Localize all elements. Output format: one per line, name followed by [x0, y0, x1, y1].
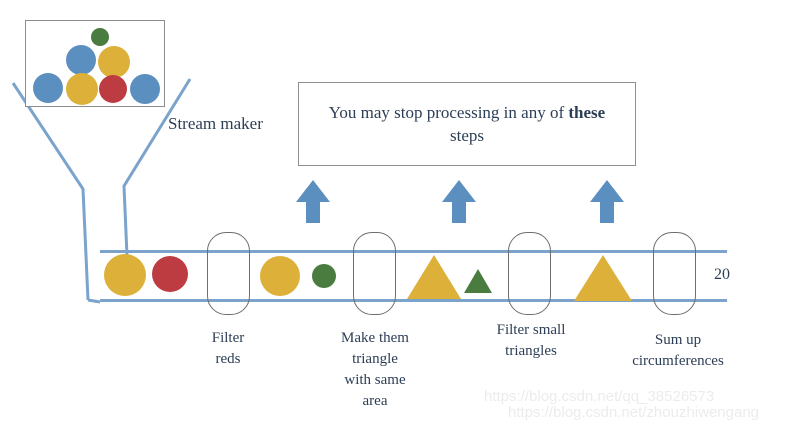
funnel-right-wall [122, 78, 192, 257]
step-label-filter-reds: Filter reds [190, 328, 266, 370]
up-arrow-icon [296, 180, 330, 223]
triangle-yellow-large [407, 255, 461, 299]
source-circle-2 [98, 46, 130, 78]
step-label-sum: Sum up circumferences [614, 330, 742, 372]
step-label-line: triangles [505, 343, 557, 359]
circle-yellow-in-funnel [104, 254, 146, 296]
watermark-line-1: https://blog.csdn.net/qq_38526573 [484, 388, 715, 405]
gate-sum[interactable] [653, 232, 696, 315]
triangle-green-small [463, 269, 492, 293]
source-circle-1 [66, 45, 96, 75]
gate-filter-small[interactable] [508, 232, 551, 315]
watermark-line-2: https://blog.csdn.net/zhouzhiwengang [508, 404, 760, 421]
callout-emphasis: these [568, 103, 606, 122]
up-arrow-icon [442, 180, 476, 223]
source-circle-3 [33, 73, 63, 103]
step-label-map-triangle: Make them triangle with same area [323, 328, 427, 412]
triangle-yellow-final [574, 255, 632, 301]
pipeline-bottom-line [100, 299, 727, 302]
step-label-line: reds [215, 351, 241, 367]
step-label-line: Filter [211, 330, 245, 346]
step-label-line: Sum up [654, 332, 702, 348]
step-label-line: with same [344, 372, 406, 388]
step-label-line: Make them [341, 330, 409, 346]
source-circle-5 [99, 75, 127, 103]
step-label-line: circumferences [632, 353, 724, 369]
up-arrow-icon [590, 180, 624, 223]
source-circle-4 [66, 73, 98, 105]
callout-text: You may stop processing in any of these … [328, 103, 606, 145]
stop-arrow-3 [590, 180, 624, 223]
stop-arrow-2 [442, 180, 476, 223]
stop-processing-callout: You may stop processing in any of these … [298, 82, 636, 166]
source-circle-0 [91, 28, 109, 46]
pipeline-top-line [100, 250, 727, 253]
step-label-line: Filter small [496, 322, 566, 338]
circle-red-in-pipe [152, 256, 188, 292]
circle-yellow-after-filter [260, 256, 300, 296]
stop-arrow-1 [296, 180, 330, 223]
step-label-line: triangle [352, 351, 398, 367]
stream-maker-label: Stream maker [168, 114, 263, 133]
gate-map-triangle[interactable] [353, 232, 396, 315]
sum-result-value: 20 [714, 266, 730, 283]
gate-filter-reds[interactable] [207, 232, 250, 315]
funnel-left-wall [11, 82, 90, 301]
circle-green-after-filter [312, 264, 336, 288]
funnel-bottom [87, 298, 101, 304]
step-label-line: area [362, 393, 388, 409]
source-circle-6 [130, 74, 160, 104]
step-label-filter-small: Filter small triangles [479, 320, 583, 362]
